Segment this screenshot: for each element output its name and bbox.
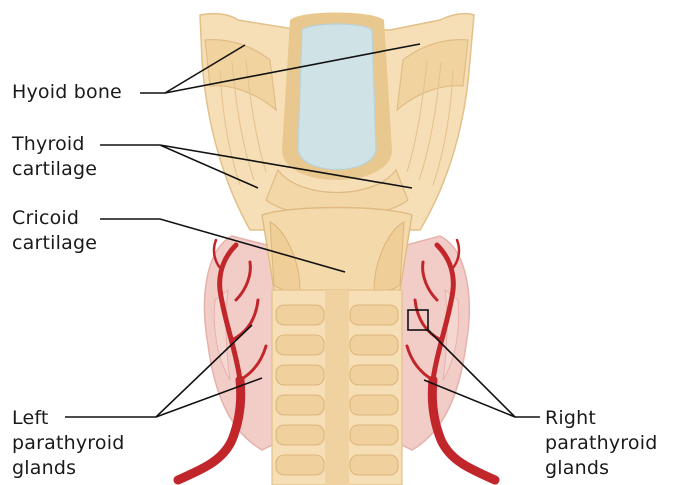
epiglottis-window (298, 24, 376, 170)
label-right-line1: Right (545, 406, 657, 431)
trachea (272, 290, 402, 485)
label-cricoid-line1: Cricoid (12, 206, 97, 231)
label-left-line1: Left (12, 406, 124, 431)
label-left-line2: parathyroid (12, 431, 124, 456)
label-right-line2: parathyroid (545, 431, 657, 456)
label-hyoid-bone: Hyoid bone (12, 80, 122, 105)
label-right-line3: glands (545, 456, 657, 481)
label-left-line3: glands (12, 456, 124, 481)
label-thyroid-line1: Thyroid (12, 132, 97, 157)
trachea-center (325, 290, 349, 485)
label-left-parathyroid: Left parathyroid glands (12, 406, 124, 481)
label-cricoid-line2: cartilage (12, 231, 97, 256)
label-hyoid-bone-text: Hyoid bone (12, 80, 122, 105)
label-thyroid-line2: cartilage (12, 157, 97, 182)
label-thyroid-cartilage: Thyroid cartilage (12, 132, 97, 182)
label-cricoid-cartilage: Cricoid cartilage (12, 206, 97, 256)
label-right-parathyroid: Right parathyroid glands (545, 406, 657, 481)
